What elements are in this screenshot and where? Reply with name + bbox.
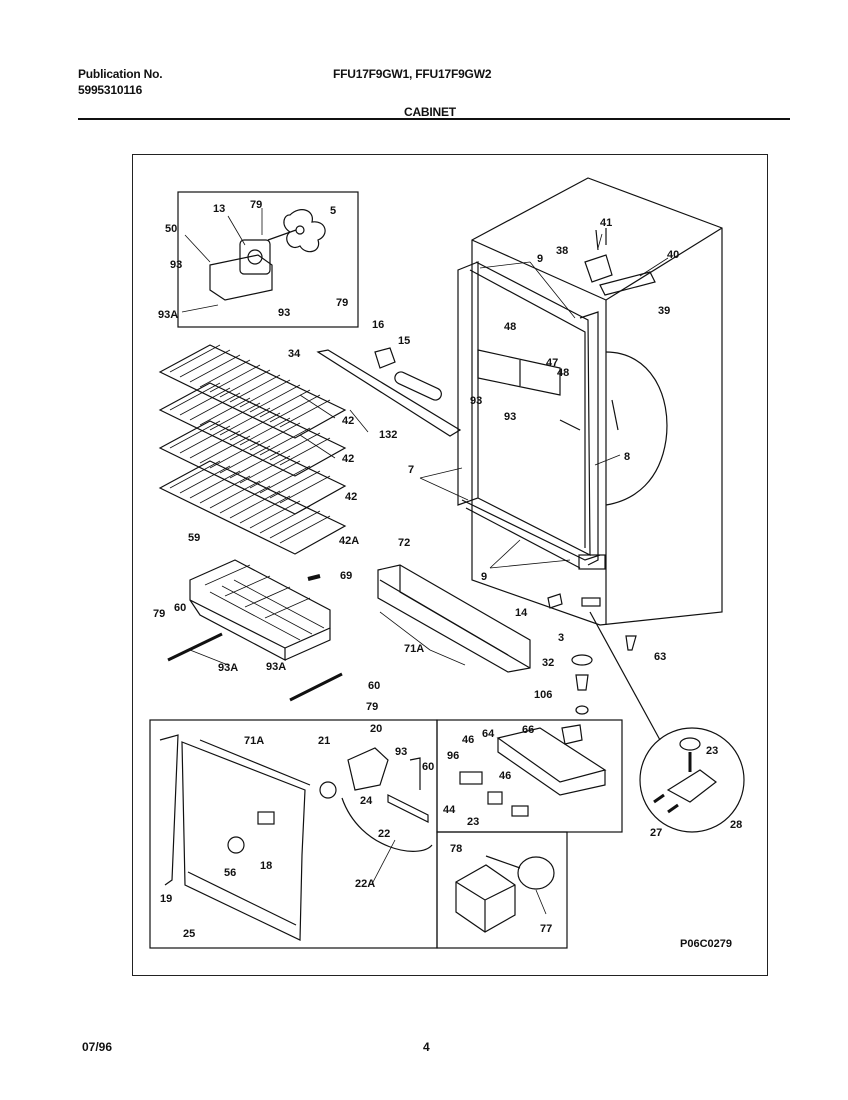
callout: 42 (342, 415, 354, 427)
callout: 132 (379, 429, 397, 441)
callout: 14 (515, 607, 528, 619)
header-rule (78, 118, 790, 120)
callout: 71A (404, 643, 424, 655)
callout: 42 (342, 453, 354, 465)
callout: 5 (330, 205, 336, 217)
callout: 32 (542, 657, 554, 669)
callout: 69 (340, 570, 352, 582)
callout: 3 (558, 632, 564, 644)
callout: 79 (250, 199, 262, 211)
alarm-box (436, 831, 568, 949)
callout: 20 (370, 723, 382, 735)
callout: 25 (183, 928, 195, 940)
drawing-id: P06C0279 (680, 938, 732, 950)
callout: 56 (224, 867, 236, 879)
fan-assembly-box (177, 191, 359, 328)
callout: 27 (650, 827, 662, 839)
callout: 22 (378, 828, 390, 840)
callout: 93A (158, 309, 178, 321)
model-numbers: FFU17F9GW1, FFU17F9GW2 (333, 67, 492, 81)
callout: 93A (266, 661, 286, 673)
toe-grille (377, 564, 531, 673)
callout: 64 (482, 728, 495, 740)
wire-basket (189, 559, 331, 661)
callout: 19 (160, 893, 172, 905)
callout: 79 (366, 701, 378, 713)
publication-number: 5995310116 (78, 83, 143, 97)
callout: 15 (398, 335, 410, 347)
diagram-frame (132, 154, 768, 976)
callout: 13 (213, 203, 225, 215)
callout: 77 (540, 923, 552, 935)
callout: 93 (504, 411, 516, 423)
wire-shelves (158, 344, 347, 555)
callout: 16 (372, 319, 384, 331)
callout: 9 (481, 571, 487, 583)
footer-page-number: 4 (423, 1040, 430, 1054)
callout: 66 (522, 724, 534, 736)
callout: 93 (470, 395, 482, 407)
callout: 24 (360, 795, 373, 807)
callout: 60 (422, 761, 434, 773)
callout: 96 (447, 750, 459, 762)
callout: 60 (174, 602, 186, 614)
callout: 22A (355, 878, 375, 890)
footer-date: 07/96 (82, 1040, 113, 1054)
callout: 28 (730, 819, 742, 831)
callout: 93A (218, 662, 238, 674)
hinge-detail (639, 727, 745, 833)
callout: 23 (467, 816, 479, 828)
callout: 79 (153, 608, 165, 620)
callout: 46 (462, 734, 474, 746)
callout: 47 (546, 357, 558, 369)
callout: 93 (395, 746, 407, 758)
callout: 7 (408, 464, 414, 476)
callout: 71A (244, 735, 264, 747)
callout: 42 (345, 491, 357, 503)
callout: 63 (654, 651, 666, 663)
air-duct-box (149, 719, 438, 949)
section-title: CABINET (404, 105, 456, 119)
shelf-rail (316, 349, 462, 437)
publication-label: Publication No. (78, 67, 163, 81)
callout: 60 (368, 680, 380, 692)
callout: 39 (658, 305, 670, 317)
cabinet-liner (457, 177, 723, 626)
callout: 93 (278, 307, 290, 319)
callout: 48 (557, 367, 569, 379)
callout: 72 (398, 537, 410, 549)
callout: 48 (504, 321, 516, 333)
callout: 34 (288, 348, 301, 360)
callout: 40 (667, 249, 679, 261)
callout: 8 (624, 451, 630, 463)
callout: 18 (260, 860, 272, 872)
callout: 79 (336, 297, 348, 309)
fan-motor (209, 209, 326, 301)
callout: 78 (450, 843, 462, 855)
callout: 38 (556, 245, 568, 257)
callout: 106 (534, 689, 552, 701)
callouts: 13 79 5 50 93 93A 93 79 41 38 40 39 9 48… (153, 199, 742, 950)
callout: 23 (706, 745, 718, 757)
callout: 46 (499, 770, 511, 782)
callout: 41 (600, 217, 612, 229)
callout: 42A (339, 535, 359, 547)
callout: 50 (165, 223, 177, 235)
callout: 21 (318, 735, 330, 747)
callout: 9 (537, 253, 543, 265)
callout: 93 (170, 259, 182, 271)
callout: 44 (443, 804, 456, 816)
callout: 59 (188, 532, 200, 544)
